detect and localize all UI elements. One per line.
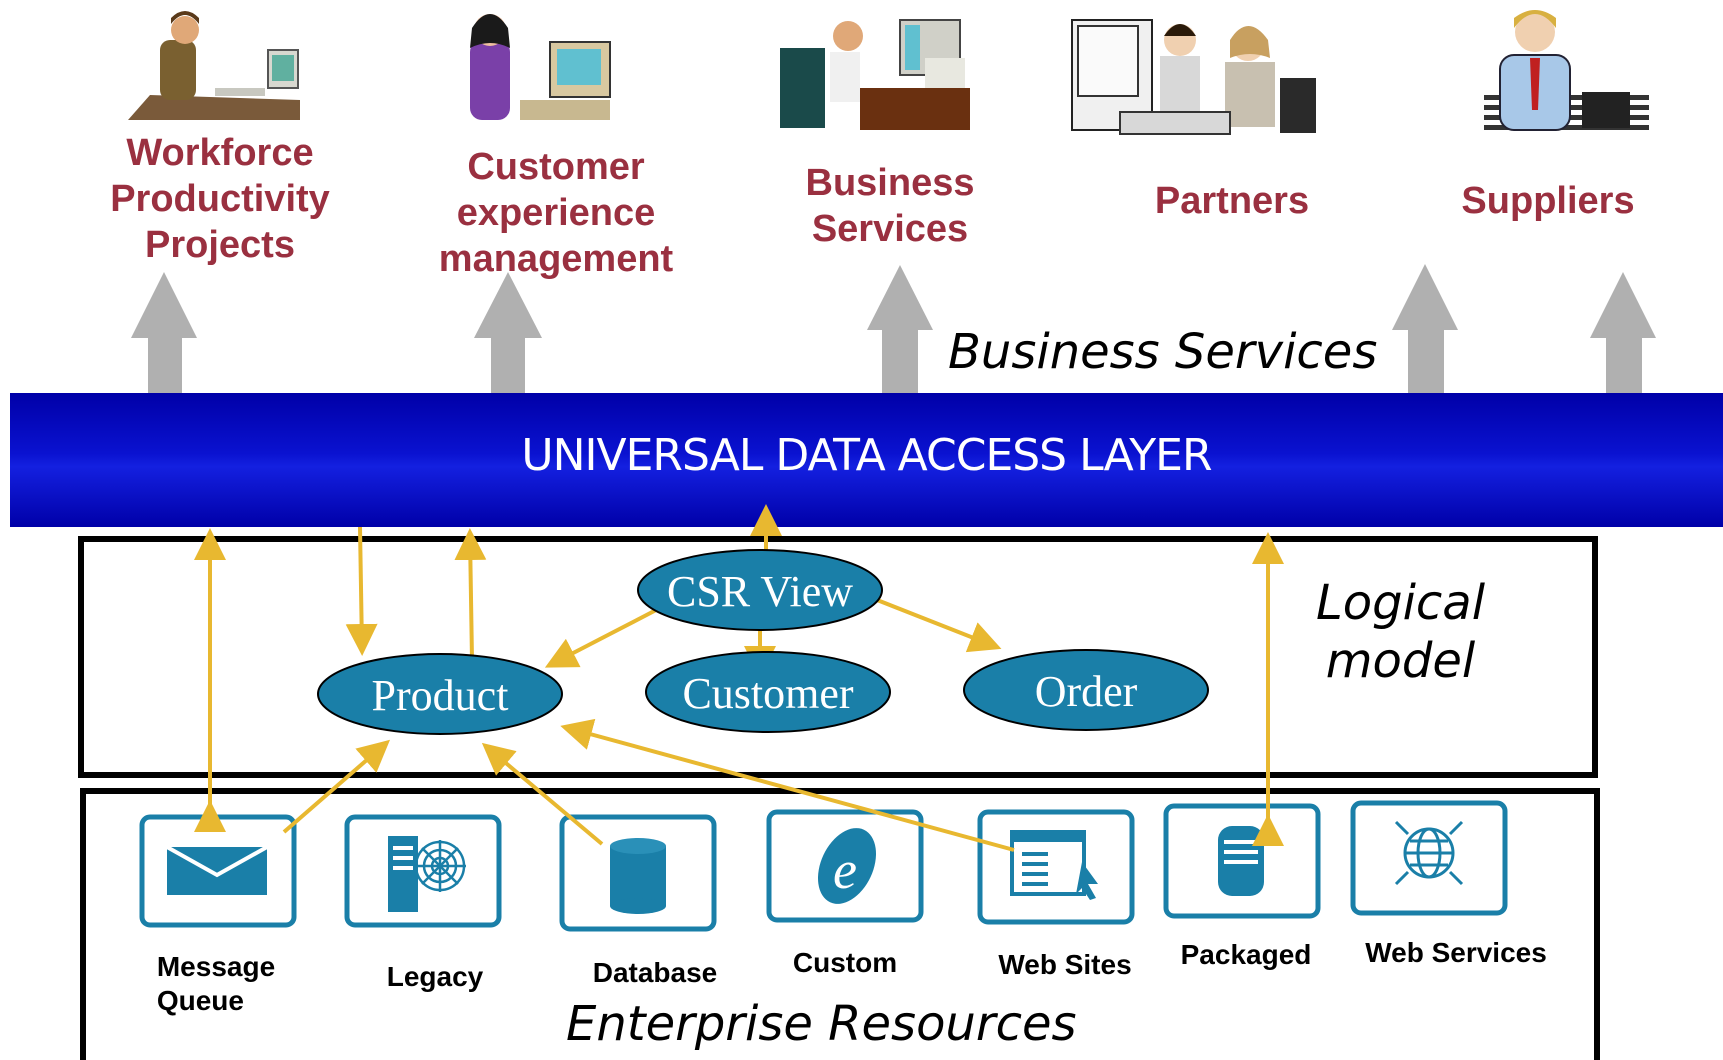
- consumer-label-line: Productivity: [110, 178, 330, 220]
- person-at-office-desk-icon: [780, 19, 970, 130]
- up-arrow-shaft: [1606, 336, 1642, 398]
- consumer-label-line: Workforce: [126, 132, 314, 174]
- logical-model-caption: Logical model: [1316, 574, 1485, 690]
- logical-model-line: Logical: [1316, 575, 1486, 631]
- resource-label-line: Legacy: [386, 961, 484, 992]
- cylinder-database-icon: [610, 838, 666, 914]
- database-tile: [559, 814, 717, 932]
- two-people-at-computer-icon: [1071, 19, 1316, 135]
- entity-label-product: Product: [372, 671, 509, 720]
- entity-order: [963, 649, 1209, 731]
- up-arrow: [1392, 264, 1458, 330]
- resource-label-packaged: Packaged: [1181, 938, 1312, 972]
- entity-label-customer: Customer: [682, 669, 853, 718]
- up-arrow-shaft: [882, 328, 918, 398]
- resource-label-line: Web Services: [1365, 937, 1547, 968]
- up-arrow-shaft: [1408, 328, 1444, 398]
- access-layer-label: UNIVERSAL DATA ACCESS LAYER: [521, 430, 1212, 481]
- connector-web-sites-to-product: [560, 718, 1015, 852]
- consumer-label-line: Customer: [467, 146, 645, 188]
- consumer-label-line: Partners: [1154, 180, 1310, 222]
- universal-data-access-layer: UNIVERSAL DATA ACCESS LAYER: [10, 393, 1723, 527]
- custom-tile: [766, 809, 924, 923]
- connector-database-to-product: [481, 742, 604, 846]
- connector-csr-to-product: [544, 606, 661, 668]
- globe-arrows-icon: [1394, 820, 1464, 886]
- up-arrow-shaft: [148, 336, 182, 403]
- resource-label-line: Custom: [792, 947, 898, 978]
- consumer-label-business-services: Business Services: [806, 160, 975, 252]
- connector-csr-to-order: [871, 596, 1002, 653]
- consumer-label-line: experience: [456, 192, 656, 234]
- connector-message-queue-to-product: [282, 739, 391, 834]
- envelope-icon: [166, 845, 268, 895]
- consumer-label-line: Services: [811, 208, 969, 250]
- resource-label-line: Database: [592, 957, 718, 988]
- person-with-laptop-icon: [1484, 10, 1649, 131]
- resource-label-line: Message: [156, 951, 276, 982]
- consumer-label-suppliers: Suppliers: [1461, 178, 1634, 224]
- resource-label-message-queue: Message Queue: [157, 950, 275, 1018]
- connector-layer-to-product: [345, 526, 378, 656]
- entity-label-csr-view: CSR View: [667, 567, 853, 616]
- up-arrow: [474, 272, 542, 338]
- consumer-label-workforce: Workforce Productivity Projects: [110, 130, 330, 268]
- enterprise-resources-box: [80, 788, 1600, 1060]
- resource-label-database: Database: [593, 956, 718, 990]
- business-services-caption: Business Services: [948, 324, 1378, 380]
- resource-label-legacy: Legacy: [387, 960, 484, 994]
- logical-model-line: model: [1325, 633, 1476, 689]
- up-arrow: [1590, 272, 1656, 338]
- web-sites-tile: [977, 809, 1135, 925]
- consumer-label-customer-experience: Customer experience management: [439, 144, 673, 282]
- consumer-label-line: Business: [805, 162, 975, 204]
- browser-window-icon: [1010, 830, 1098, 900]
- person-at-computer-icon: [470, 14, 611, 120]
- resource-label-web-sites: Web Sites: [998, 948, 1131, 982]
- entity-customer: [645, 651, 891, 733]
- consumer-label-line: management: [438, 238, 674, 280]
- up-arrow-shaft: [491, 336, 525, 398]
- enterprise-resources-caption: Enterprise Resources: [566, 996, 1077, 1052]
- up-arrow: [867, 265, 933, 330]
- server-web-icon: [388, 836, 466, 912]
- person-at-desk-icon: [128, 11, 300, 120]
- connector-product-to-layer: [454, 528, 487, 661]
- resource-label-line: Queue: [156, 985, 244, 1016]
- svg-text:e: e: [833, 840, 857, 900]
- consumer-label-line: Suppliers: [1461, 180, 1635, 222]
- resource-label-custom: Custom: [793, 946, 897, 980]
- resource-label-line: Packaged: [1180, 939, 1312, 970]
- packaged-tile: [1163, 803, 1321, 919]
- consumer-label-line: Projects: [145, 224, 295, 266]
- resource-label-web-services: Web Services: [1365, 936, 1547, 970]
- entity-product: [317, 653, 563, 735]
- resource-label-line: Web Sites: [998, 949, 1132, 980]
- entity-csr-view: [637, 549, 883, 631]
- entity-label-order: Order: [1035, 667, 1138, 716]
- web-services-tile: [1350, 800, 1508, 916]
- legacy-tile: [344, 814, 502, 928]
- consumer-label-partners: Partners: [1155, 178, 1309, 224]
- up-arrow: [131, 272, 197, 338]
- e-logo-icon: e: [817, 828, 877, 904]
